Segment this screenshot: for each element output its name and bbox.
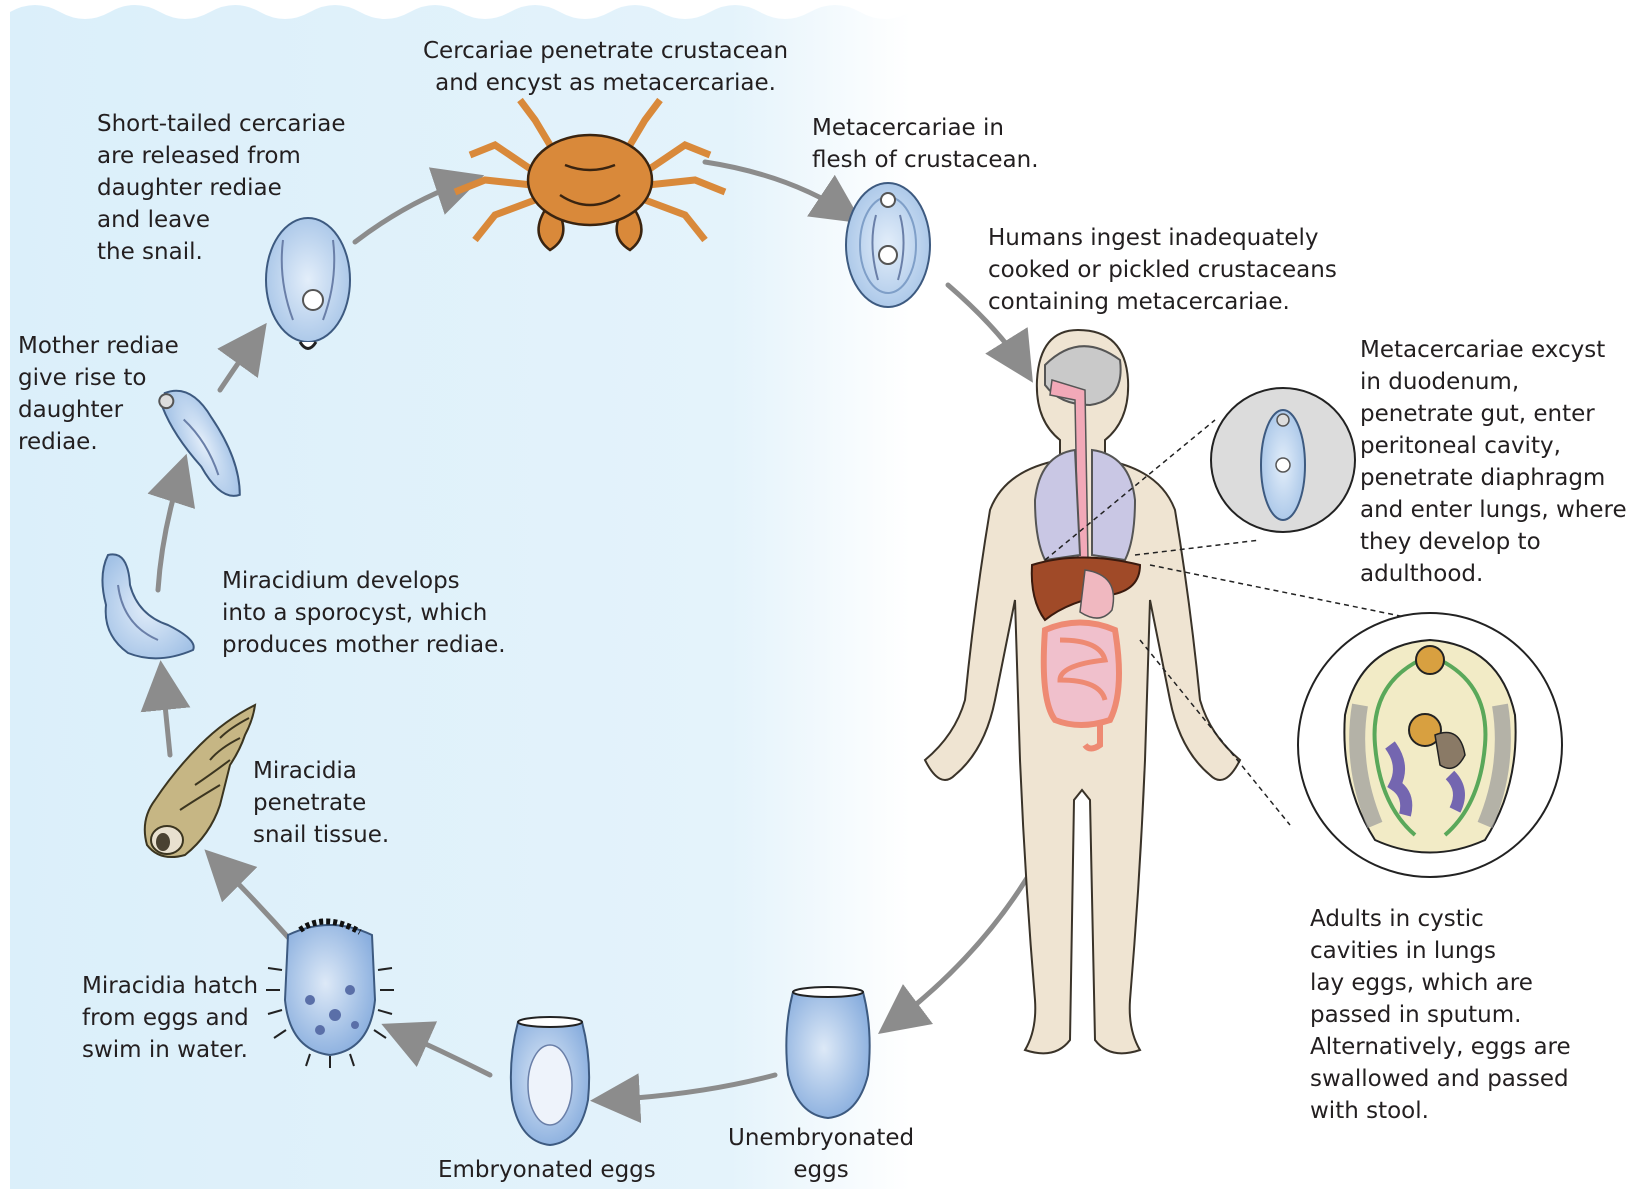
label-miracidia-hatch: Miracidia hatch from eggs and swim in wa… [82,970,258,1066]
label-cercariae-penetrate: Cercariae penetrate crustacean and encys… [423,35,788,99]
magnified-circle-icon [1211,388,1355,532]
embryonated-egg-icon [511,1017,589,1145]
label-humans-ingest: Humans ingest inadequately cooked or pic… [988,222,1337,318]
intestines [1044,623,1119,726]
label-mother-rediae: Mother rediae give rise to daughter redi… [18,330,179,458]
label-unembryonated: Unembryonated eggs [728,1122,914,1186]
metacercaria-icon [846,183,930,307]
label-miracidia-penetrate: Miracidia penetrate snail tissue. [253,755,389,851]
label-metacercariae-flesh: Metacercariae in flesh of crustacean. [812,112,1039,176]
unembryonated-egg-icon [786,987,869,1118]
label-adults: Adults in cystic cavities in lungs lay e… [1310,903,1571,1127]
label-sporocyst: Miracidium develops into a sporocyst, wh… [222,565,506,661]
adult-fluke-circle-icon [1298,613,1562,877]
label-short-tailed: Short-tailed cercariae are released from… [97,108,346,268]
label-excyst: Metacercariae excyst in duodenum, penetr… [1360,334,1627,590]
label-embryonated: Embryonated eggs [438,1154,656,1186]
